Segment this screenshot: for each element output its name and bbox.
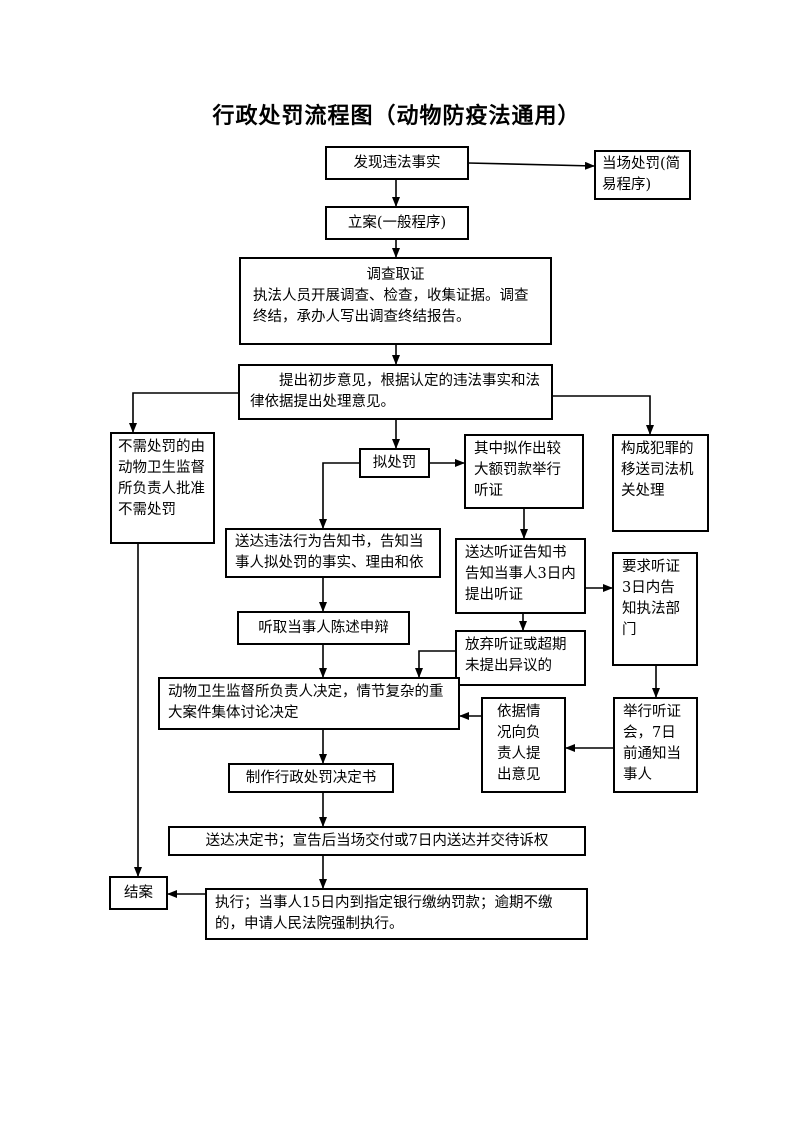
node-director-decision: 动物卫生监督所负责人决定，情节复杂的重大案件集体讨论决定 (158, 677, 460, 730)
node-request-hearing: 要求听证3日内告知执法部门 (612, 552, 698, 666)
arrow-preliminary-nopenalty (129, 392, 238, 433)
node-large-fine-hearing: 其中拟作出较大额罚款举行听证 (464, 434, 584, 509)
page-title: 行政处罚流程图（动物防疫法通用） (212, 103, 581, 129)
node-register-case: 立案(一般程序) (325, 206, 469, 240)
node-discover-violation: 发现违法事实 (325, 146, 469, 180)
node-opinion-to-director: 依据情况向负责人提出意见 (481, 697, 566, 793)
arrow-proposed-notice (319, 462, 359, 529)
node-hearing-notice: 送达听证告知书告知当事人3日内提出听证 (455, 538, 586, 614)
node-no-penalty: 不需处罚的由动物卫生监督所负责人批准不需处罚 (110, 432, 215, 544)
arrow-preliminary-crime (553, 395, 654, 435)
arrow-waive-decision (415, 650, 455, 678)
node-make-decision: 制作行政处罚决定书 (228, 763, 394, 793)
node-execute: 执行；当事人15日内到指定银行缴纳罚款；逾期不缴的，申请人民法院强制执行。 (205, 888, 588, 940)
node-hold-hearing: 举行听证会，7日前通知当事人 (613, 697, 698, 793)
node-on-site-penalty: 当场处罚(简易程序) (594, 150, 691, 200)
node-hear-statement: 听取当事人陈述申辩 (237, 611, 410, 645)
node-deliver-decision: 送达决定书；宣告后当场交付或7日内送达并交待诉权 (168, 826, 586, 856)
node-crime-transfer: 构成犯罪的移送司法机关处理 (612, 434, 709, 532)
node-close-case: 结案 (109, 876, 168, 910)
node-investigate: 调查取证 执法人员开展调查、检查，收集证据。调查终结，承办人写出调查终结报告。 (239, 257, 552, 345)
node-preliminary-opinion: 提出初步意见，根据认定的违法事实和法律依据提出处理意见。 (238, 364, 553, 420)
node-proposed-penalty: 拟处罚 (359, 448, 430, 478)
arrow-discover-onsite (467, 161, 595, 170)
node-waive-hearing: 放弃听证或超期未提出异议的 (455, 630, 586, 686)
node-violation-notice: 送达违法行为告知书，告知当事人拟处罚的事实、理由和依 (225, 528, 441, 578)
